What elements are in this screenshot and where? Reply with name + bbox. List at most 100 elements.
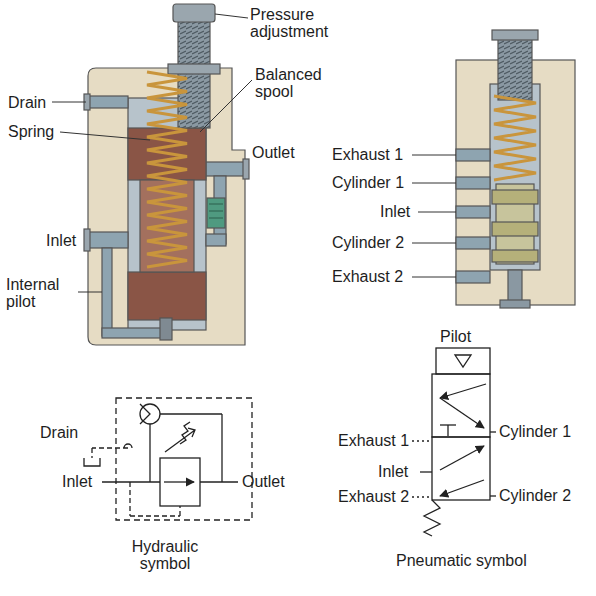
hydraulic-valve-body bbox=[243, 159, 249, 179]
port-label: Exhaust 1 bbox=[332, 146, 403, 163]
pneumatic-symbol bbox=[490, 431, 496, 432]
hydraulic-symbol bbox=[116, 398, 252, 520]
port-label: Pilot bbox=[440, 328, 471, 345]
pneumatic-symbol bbox=[412, 348, 496, 536]
hydraulic-valve-body bbox=[160, 318, 172, 340]
leader-line bbox=[215, 14, 248, 18]
port-label: Exhaust 1 bbox=[338, 432, 409, 449]
leader-line bbox=[200, 80, 252, 132]
port-label: Drain bbox=[40, 424, 78, 441]
hydraulic-valve-body bbox=[102, 328, 164, 338]
pneumatic-symbol bbox=[412, 496, 432, 497]
pneumatic-valve-body bbox=[508, 270, 522, 302]
pneumatic-symbol bbox=[440, 480, 484, 496]
leader-line bbox=[412, 277, 456, 278]
hydraulic-valve-body bbox=[84, 4, 249, 345]
pneumatic-valve-body bbox=[456, 206, 490, 218]
pneumatic-valve-body bbox=[456, 237, 490, 249]
hydraulic-valve-body bbox=[102, 248, 112, 336]
spring-coil bbox=[494, 96, 536, 180]
pneumatic-symbol bbox=[412, 440, 432, 441]
hydraulic-symbol bbox=[164, 481, 194, 482]
port-label: Exhaust 2 bbox=[338, 488, 409, 505]
port-label: Outlet bbox=[242, 473, 285, 490]
hydraulic-symbol bbox=[124, 444, 132, 448]
caption-label: Hydraulic symbol bbox=[119, 538, 211, 572]
hydraulic-symbol bbox=[140, 404, 160, 424]
hydraulic-symbol bbox=[84, 458, 100, 466]
hydraulic-symbol bbox=[84, 398, 252, 520]
pneumatic-valve-body bbox=[456, 149, 490, 161]
leader-line bbox=[52, 14, 252, 292]
part-label: Pressure adjustment bbox=[250, 6, 350, 40]
leader-line bbox=[412, 155, 456, 277]
pneumatic-symbol bbox=[440, 384, 486, 398]
pneumatic-symbol bbox=[432, 437, 490, 500]
hydraulic-symbol bbox=[165, 428, 195, 452]
pneumatic-symbol bbox=[455, 355, 471, 367]
pneumatic-symbol bbox=[440, 446, 484, 470]
port-label: Cylinder 2 bbox=[499, 487, 571, 504]
pneumatic-valve-body bbox=[490, 84, 540, 270]
hydraulic-symbol bbox=[180, 422, 190, 444]
hydraulic-symbol bbox=[92, 447, 128, 448]
hydraulic-valve-body bbox=[84, 229, 90, 251]
pneumatic-valve-body bbox=[456, 30, 575, 308]
hydraulic-valve-body bbox=[207, 198, 225, 228]
hydraulic-symbol bbox=[130, 515, 180, 516]
spring-coils bbox=[494, 96, 536, 180]
caption-label: Pneumatic symbol bbox=[396, 552, 527, 569]
hydraulic-valve-body bbox=[128, 272, 206, 320]
hydraulic-valve-body bbox=[88, 68, 245, 345]
spring-coils bbox=[147, 72, 187, 267]
hydraulic-symbol bbox=[221, 414, 222, 482]
hydraulic-symbol bbox=[179, 506, 180, 516]
spring-coil bbox=[147, 72, 187, 267]
pneumatic-valve-body bbox=[500, 300, 530, 308]
pneumatic-valve-body bbox=[492, 30, 538, 40]
part-label: Balanced spool bbox=[255, 66, 335, 100]
port-label: Inlet bbox=[62, 473, 92, 490]
hydraulic-symbol bbox=[160, 413, 222, 414]
hydraulic-symbol bbox=[140, 404, 150, 424]
hydraulic-valve-body bbox=[209, 204, 223, 218]
part-label: Internal pilot bbox=[6, 276, 78, 310]
pneumatic-symbol bbox=[424, 500, 440, 536]
port-label: Outlet bbox=[252, 144, 295, 161]
pneumatic-symbol bbox=[440, 398, 484, 428]
hydraulic-valve-body bbox=[206, 162, 245, 176]
pneumatic-symbol bbox=[440, 424, 456, 425]
pneumatic-valve-body bbox=[492, 190, 538, 204]
pneumatic-valve-body bbox=[456, 271, 490, 283]
leader-line bbox=[412, 243, 456, 244]
port-label: Inlet bbox=[46, 232, 76, 249]
port-label: Cylinder 1 bbox=[332, 174, 404, 191]
hydraulic-symbol bbox=[129, 482, 130, 516]
pneumatic-symbol bbox=[436, 348, 490, 374]
hydraulic-valve-body bbox=[168, 64, 220, 74]
pneumatic-symbol bbox=[420, 471, 432, 472]
port-label: Inlet bbox=[378, 463, 408, 480]
hydraulic-valve-body bbox=[173, 4, 215, 22]
port-label: Inlet bbox=[380, 203, 410, 220]
hydraulic-symbol bbox=[91, 448, 92, 458]
pneumatic-valve-body bbox=[492, 222, 538, 236]
hydraulic-valve-body bbox=[88, 96, 128, 108]
part-label: Spring bbox=[8, 123, 54, 140]
hydraulic-symbol bbox=[200, 481, 238, 482]
pneumatic-symbol bbox=[432, 374, 490, 437]
hydraulic-valve-body bbox=[88, 232, 128, 248]
leader-line bbox=[412, 155, 456, 156]
pneumatic-valve-body bbox=[456, 177, 490, 189]
pneumatic-symbol bbox=[490, 495, 496, 496]
leader-line bbox=[418, 212, 456, 213]
leader-line bbox=[78, 292, 102, 293]
leader-line bbox=[412, 183, 456, 184]
pneumatic-symbol bbox=[447, 425, 448, 436]
hydraulic-valve-body bbox=[206, 234, 226, 246]
port-label: Cylinder 2 bbox=[332, 234, 404, 251]
hydraulic-symbol bbox=[160, 458, 200, 506]
pneumatic-valve-body bbox=[492, 250, 538, 262]
